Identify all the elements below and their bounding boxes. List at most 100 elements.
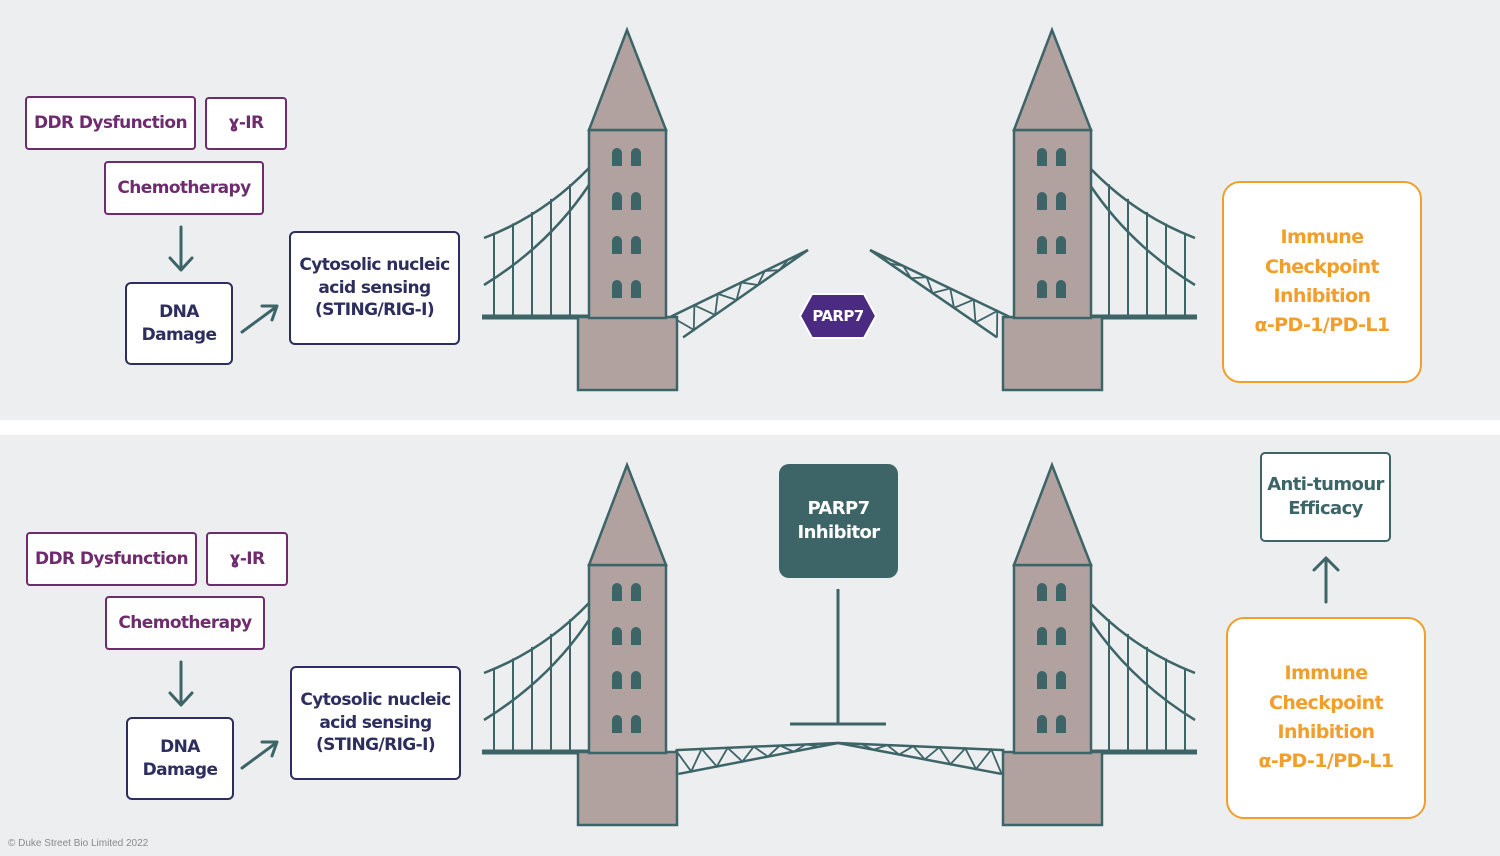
left-bottom-tower-window xyxy=(612,715,622,733)
parp7-label: PARP7 xyxy=(812,307,864,325)
immune-checkpoint-box-bottom: Immune Checkpoint Inhibition α-PD-1/PD-L… xyxy=(1226,617,1426,819)
efficacy-line-2: Efficacy xyxy=(1288,498,1363,519)
diag-arrow-top xyxy=(240,304,279,334)
right-bottom-suspension-cable xyxy=(1089,602,1196,675)
right-top-suspension-cable xyxy=(1089,167,1196,240)
left-top-suspension-cable xyxy=(483,184,591,287)
right-top-tower-window xyxy=(1037,192,1047,210)
icb-line-3: Inhibition xyxy=(1273,285,1372,307)
left-top-suspension-cable xyxy=(483,167,590,240)
dna-damage-line-1: DNA xyxy=(159,301,199,322)
left-top-tower-window xyxy=(631,148,641,166)
up-arrow-efficacy xyxy=(1312,556,1340,604)
anti-tumour-efficacy-box: Anti-tumour Efficacy xyxy=(1260,452,1391,542)
copyright-notice: © Duke Street Bio Limited 2022 xyxy=(8,838,149,849)
right-bottom-tower-window xyxy=(1056,627,1066,645)
left-bottom-tower-window xyxy=(612,583,622,601)
down-arrow-top xyxy=(168,225,194,272)
left-top-tower-window xyxy=(612,192,622,210)
efficacy-line-1: Anti-tumour xyxy=(1267,473,1384,495)
icb-line-1-bottom: Immune xyxy=(1284,662,1368,685)
down-arrow-bottom xyxy=(168,660,194,707)
right-top-tower-window xyxy=(1056,236,1066,254)
right-bottom-tower-window xyxy=(1037,583,1047,601)
icb-line-2-bottom: Checkpoint xyxy=(1268,691,1384,714)
right-top-suspension-cable xyxy=(1088,184,1196,287)
gamma-ir-box-bottom: ɣ-IR xyxy=(206,532,288,586)
sensing-line-2-bottom: acid sensing xyxy=(319,712,432,733)
ddr-dysfunction-label: DDR Dysfunction xyxy=(34,112,188,133)
right-top-tower-window xyxy=(1037,148,1047,166)
sensing-line-1: Cytosolic nucleic xyxy=(299,254,450,275)
parp7-hexagon xyxy=(798,293,878,339)
right-bascule-bottom xyxy=(837,741,1005,776)
nucleic-acid-sensing-box: Cytosolic nucleic acid sensing (STING/RI… xyxy=(289,231,460,345)
chemotherapy-box: Chemotherapy xyxy=(104,161,264,215)
right-bottom-tower-window xyxy=(1056,671,1066,689)
left-bottom-tower-spire xyxy=(587,461,668,567)
right-bottom-tower-base xyxy=(1001,750,1104,827)
icb-line-1: Immune xyxy=(1280,226,1364,249)
right-top-tower-window xyxy=(1037,280,1047,298)
left-top-tower-window xyxy=(631,192,641,210)
right-bascule-top xyxy=(869,248,1010,339)
dna-damage-line-1-bottom: DNA xyxy=(160,736,200,757)
right-top-tower-window xyxy=(1056,192,1066,210)
left-top-tower-window xyxy=(631,236,641,254)
sensing-line-3: (STING/RIG-I) xyxy=(314,300,435,321)
parp7-inhibitor-box: PARP7 Inhibitor xyxy=(779,464,898,578)
left-top-tower-shaft xyxy=(587,128,668,320)
gamma-ir-box: ɣ-IR xyxy=(205,97,287,150)
chemotherapy-label-bottom: Chemotherapy xyxy=(118,612,252,633)
ddr-dysfunction-box-bottom: DDR Dysfunction xyxy=(26,532,197,586)
right-top-tower-shaft xyxy=(1012,128,1093,320)
left-bottom-tower-base xyxy=(576,750,679,827)
nucleic-acid-sensing-box-bottom: Cytosolic nucleic acid sensing (STING/RI… xyxy=(290,666,461,780)
sensing-line-3-bottom: (STING/RIG-I) xyxy=(315,735,436,756)
right-top-tower-window xyxy=(1056,280,1066,298)
icb-line-3-bottom: Inhibition xyxy=(1277,721,1376,743)
gamma-ir-label-bottom: ɣ-IR xyxy=(229,548,265,569)
left-top-tower-window xyxy=(631,280,641,298)
left-bottom-tower-window xyxy=(631,627,641,645)
left-bottom-tower-window xyxy=(631,715,641,733)
chemotherapy-box-bottom: Chemotherapy xyxy=(105,596,265,650)
inhibition-bar xyxy=(790,589,886,726)
left-bottom-tower-shaft xyxy=(587,563,668,755)
left-bascule-top xyxy=(670,248,809,339)
left-top-tower-spire xyxy=(587,26,668,132)
right-top-tower-window xyxy=(1037,236,1047,254)
dna-damage-line-2: Damage xyxy=(141,324,217,345)
dna-damage-box-bottom: DNA Damage xyxy=(126,717,234,800)
inhibitor-line-1: PARP7 xyxy=(807,497,870,519)
left-bottom-suspension-cable xyxy=(483,619,591,722)
left-bottom-tower-window xyxy=(631,671,641,689)
diag-arrow-bottom xyxy=(240,740,279,770)
left-bascule-bottom xyxy=(674,741,839,776)
inhibitor-line-2: Inhibitor xyxy=(797,522,881,543)
right-bottom-tower-window xyxy=(1056,715,1066,733)
right-top-tower-spire xyxy=(1012,26,1093,132)
sensing-line-1-bottom: Cytosolic nucleic xyxy=(300,689,451,710)
left-bottom-suspension-cable xyxy=(483,602,590,675)
dna-damage-box: DNA Damage xyxy=(125,282,233,365)
icb-line-4-bottom: α-PD-1/PD-L1 xyxy=(1258,750,1394,773)
right-bottom-tower-window xyxy=(1037,671,1047,689)
right-bottom-suspension-cable xyxy=(1088,619,1196,722)
left-top-tower-window xyxy=(612,236,622,254)
icb-line-4: α-PD-1/PD-L1 xyxy=(1254,314,1390,337)
left-bottom-tower-window xyxy=(612,627,622,645)
right-bottom-tower-window xyxy=(1037,715,1047,733)
right-bottom-tower-shaft xyxy=(1012,563,1093,755)
left-top-tower-base xyxy=(576,315,679,392)
right-bottom-tower-window xyxy=(1056,583,1066,601)
icb-line-2: Checkpoint xyxy=(1264,255,1380,278)
right-top-tower-base xyxy=(1001,315,1104,392)
ddr-dysfunction-label-bottom: DDR Dysfunction xyxy=(35,548,189,569)
chemotherapy-label: Chemotherapy xyxy=(117,177,251,198)
ddr-dysfunction-box: DDR Dysfunction xyxy=(25,96,196,150)
left-top-tower-window xyxy=(612,148,622,166)
dna-damage-line-2-bottom: Damage xyxy=(142,759,218,780)
left-top-tower-window xyxy=(612,280,622,298)
